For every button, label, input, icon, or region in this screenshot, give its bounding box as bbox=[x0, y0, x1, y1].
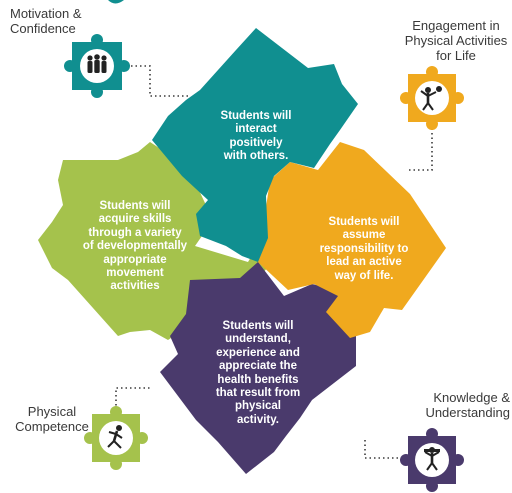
connector-engagement bbox=[406, 124, 433, 171]
teal-piece-text: Students will interact positively with o… bbox=[220, 110, 292, 163]
purple-puzzle-piece bbox=[160, 262, 356, 474]
orange-piece-text: Students will assume responsibility to l… bbox=[319, 216, 409, 282]
green-piece-text: Students will acquire skills through a v… bbox=[82, 200, 188, 293]
engagement-tile bbox=[400, 66, 464, 130]
person-with-ball-icon bbox=[420, 86, 442, 111]
group-people-icon bbox=[87, 54, 107, 73]
knowledge-label: Knowledge & Understanding bbox=[425, 390, 510, 420]
knowledge-tile bbox=[400, 428, 464, 492]
connector-knowledge bbox=[364, 440, 408, 459]
connector-physical-competence bbox=[115, 387, 150, 410]
motivation-tile bbox=[64, 34, 130, 98]
engagement-label: Engagement in Physical Activities for Li… bbox=[404, 18, 508, 63]
physical-competence-tile bbox=[84, 406, 148, 470]
motivation-label: Motivation & Confidence bbox=[10, 6, 82, 36]
teal-arc-fragment bbox=[108, 0, 124, 4]
purple-piece-text: Students will understand, experience and… bbox=[215, 320, 301, 426]
connector-motivation bbox=[122, 65, 190, 97]
connector-lines bbox=[115, 65, 433, 459]
person-with-book-icon bbox=[424, 447, 440, 471]
teal-puzzle-piece bbox=[152, 28, 358, 262]
physical-competence-label: Physical Competence bbox=[15, 404, 89, 434]
running-person-icon bbox=[107, 425, 123, 449]
orange-puzzle-piece bbox=[258, 142, 446, 338]
